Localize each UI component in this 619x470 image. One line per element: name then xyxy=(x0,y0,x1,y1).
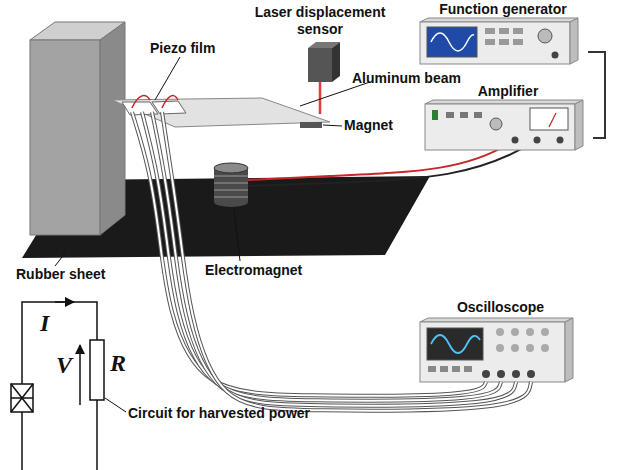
electromagnet xyxy=(214,163,248,207)
part-label: Laser displacement sensor xyxy=(240,4,400,38)
scope-terminal xyxy=(482,370,490,378)
amplifier-device xyxy=(425,100,583,150)
instrument-name: Function generator xyxy=(418,1,588,17)
instrument-name: Oscilloscope xyxy=(418,299,583,315)
scope-terminal xyxy=(497,370,505,378)
piezo-wire xyxy=(142,112,501,401)
leader-line xyxy=(55,57,370,412)
oscilloscope-device xyxy=(420,318,573,382)
piezo-wire xyxy=(132,112,486,396)
part-label: Electromagnet xyxy=(205,262,302,279)
piezo-wire xyxy=(162,112,531,411)
circuit-symbol: I xyxy=(40,310,49,336)
part-label: Circuit for harvested power xyxy=(128,405,310,422)
harvesting-circuit xyxy=(11,302,104,470)
circuit-symbol: V xyxy=(56,352,72,378)
piezo-wires xyxy=(132,112,535,411)
magnet xyxy=(300,122,322,128)
piezo-wire xyxy=(162,112,531,411)
clamp-block xyxy=(30,22,125,235)
instrument: Oscilloscope xyxy=(418,299,583,384)
part-label: Rubber sheet xyxy=(16,266,105,283)
instrument: Amplifier xyxy=(423,83,593,152)
piezo-wire xyxy=(142,112,501,401)
part-label: Piezo film xyxy=(150,40,215,57)
signal-cable xyxy=(588,52,605,138)
scope-terminal xyxy=(512,370,520,378)
scope-terminal xyxy=(527,370,535,378)
function-generator-device xyxy=(420,18,578,64)
part-label: Magnet xyxy=(344,117,393,134)
piezo-wire xyxy=(132,112,486,396)
part-label: Aluminum beam xyxy=(352,70,461,87)
instrument: Function generator xyxy=(418,1,588,66)
laser-sensor xyxy=(308,42,340,114)
circuit-symbol: R xyxy=(110,350,126,376)
